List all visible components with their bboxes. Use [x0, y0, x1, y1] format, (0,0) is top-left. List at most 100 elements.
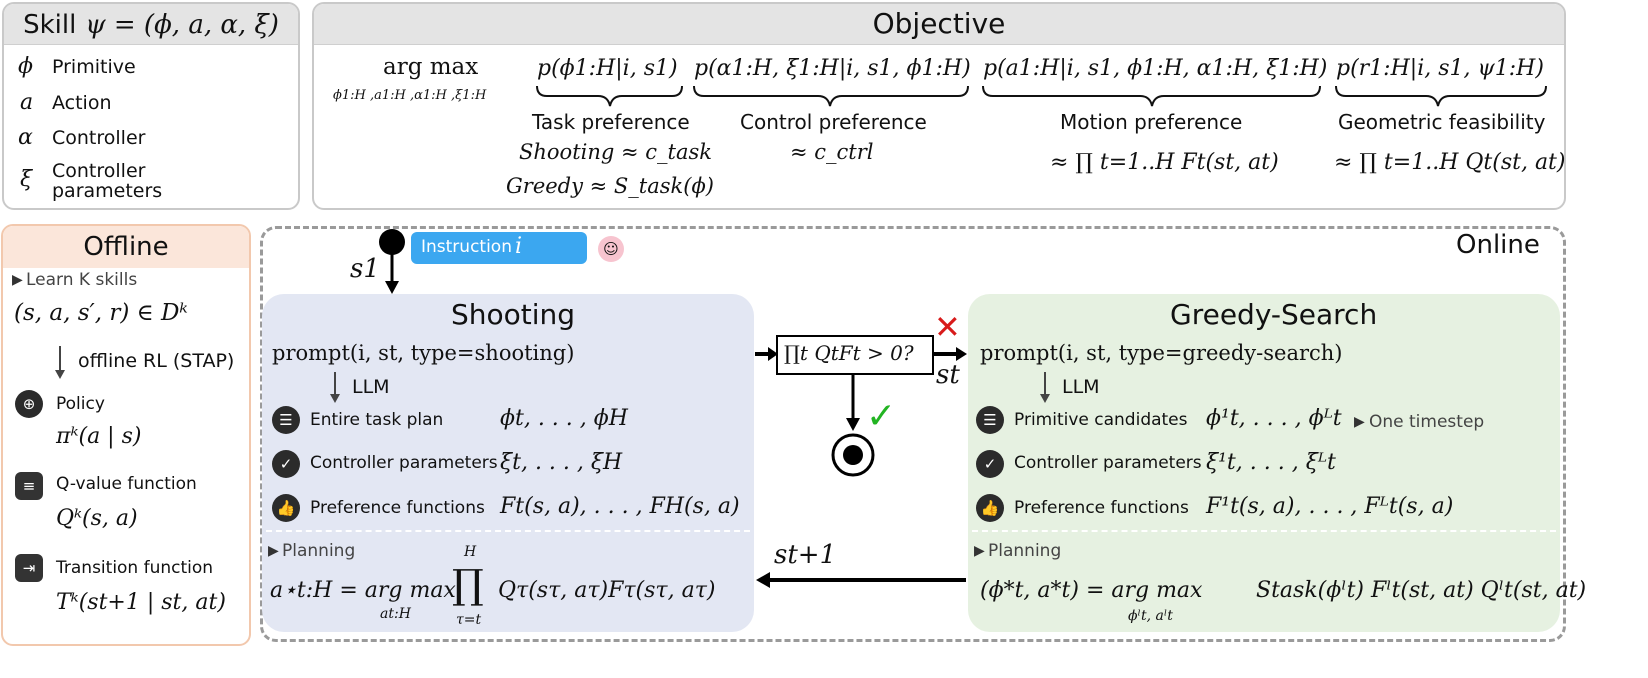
shooting-llm-label: LLM [352, 376, 390, 398]
skill-sym-controller: α [18, 125, 33, 150]
shooting-planning-label: Planning [282, 541, 356, 561]
greedy-panel [968, 294, 1560, 632]
shooting-row-plan-expr: ϕt, . . . , ϕH [500, 406, 628, 431]
one-timestep-label: One timestep [1369, 412, 1485, 432]
skill-label-primitive: Primitive [52, 56, 136, 78]
skill-sym-action: a [20, 90, 34, 115]
instruction-bubble: Instruction i [411, 232, 587, 264]
motion-preference-approx: ≈ ∏ t=1..H Ft(st, at) [1050, 150, 1279, 175]
st-label: st [936, 360, 960, 390]
shield-check-icon: ✓ [272, 450, 300, 478]
skill-sym-primitive: ϕ [18, 54, 33, 79]
shooting-prod-lower: τ=t [456, 612, 482, 628]
shooting-plan-lhs: a⋆t:H = arg max [270, 578, 456, 603]
shooting-prod-symbol: ∏ [452, 562, 484, 608]
shooting-row-pref-label: Preference functions [310, 498, 485, 518]
shooting-row-params-expr: ξt, . . . , ξH [500, 450, 623, 475]
greedy-plan-lhs: (ϕ*t, a*t) = arg max [980, 578, 1203, 603]
control-preference-approx: ≈ c_ctrl [790, 140, 874, 164]
shooting-title: Shooting [451, 298, 576, 331]
greedy-row-pref-label: Preference functions [1014, 498, 1189, 518]
shooting-row-plan-label: Entire task plan [310, 410, 444, 430]
shooting-row-params-label: Controller parameters [310, 453, 498, 473]
greedy-llm-arrow [1040, 372, 1050, 403]
shooting-divider [266, 530, 750, 532]
shooting-prod-upper: H [464, 544, 477, 560]
shooting-plan-sub: at:H [380, 606, 411, 622]
objective-argmax-sub: ϕ1:H ,a1:H ,α1:H ,ξ1:H [333, 88, 487, 103]
shooting-panel [262, 294, 754, 632]
shield-check-icon: ✓ [976, 450, 1004, 478]
instruction-label: Instruction [421, 237, 512, 257]
task-preference-label: Task preference [532, 110, 690, 134]
greedy-prompt: prompt(i, st, type=greedy-search) [980, 341, 1343, 365]
objective-panel: Objective [312, 2, 1566, 210]
feasibility-check-label: ∏t QtFt > 0? [784, 341, 914, 365]
motion-preference-label: Motion preference [1060, 110, 1243, 134]
control-preference-label: Control preference [740, 110, 927, 134]
objective-title: Objective [314, 4, 1564, 45]
offline-rl-label: offline RL (STAP) [78, 350, 235, 372]
bar-chart-icon: ≡ [15, 472, 43, 500]
task-preference-shooting: Shooting ≈ c_task [519, 140, 712, 164]
offline-title: Offline [3, 226, 249, 268]
learn-bullet-icon: ▶ [12, 272, 23, 288]
one-timestep-bullet-icon: ▶ [1354, 414, 1365, 430]
greedy-plan-rhs: Stask(ϕˡt) Fˡt(st, at) Qˡt(st, at) [1256, 578, 1587, 603]
s1-label: s1 [350, 254, 380, 284]
st1-label: st+1 [774, 540, 837, 570]
shooting-row-pref-expr: Ft(s, a), . . . , FH(s, a) [500, 494, 740, 519]
online-title: Online [1456, 230, 1540, 260]
offline-panel: Offline [1, 224, 251, 646]
thumbs-up-icon: 👍 [272, 494, 300, 522]
shooting-llm-arrow [330, 372, 340, 403]
shooting-prompt: prompt(i, st, type=shooting) [272, 341, 575, 365]
checklist-icon: ☰ [272, 406, 300, 434]
greedy-divider [972, 530, 1556, 532]
online-frame [260, 226, 1566, 642]
gamepad-icon: ⊕ [15, 390, 43, 418]
skill-label-params: Controller parameters [52, 160, 163, 202]
policy-expr: πᵏ(a | s) [56, 424, 142, 449]
geometric-feasibility-approx: ≈ ∏ t=1..H Qt(st, at) [1334, 150, 1566, 175]
skill-panel: Skill ψ = (ϕ, a, α, ξ) ϕ Primitive a Act… [2, 2, 300, 210]
greedy-planning-label: Planning [988, 541, 1062, 561]
transition-icon: ⇥ [15, 554, 43, 582]
objective-term-motion: p(a1:H|i, s1, ϕ1:H, α1:H, ξ1:H) [983, 56, 1328, 81]
objective-term-control: p(α1:H, ξ1:H|i, s1, ϕ1:H) [694, 56, 971, 81]
task-preference-greedy: Greedy ≈ S_task(ϕ) [506, 174, 714, 198]
greedy-row-params-expr: ξ¹t, . . . , ξᴸt [1206, 450, 1336, 475]
q-value-expr: Qᵏ(s, a) [56, 506, 138, 531]
offline-rl-arrow [55, 346, 65, 379]
offline-dataset: (s, a, s′, r) ∈ Dᵏ [14, 300, 188, 326]
geometric-feasibility-label: Geometric feasibility [1338, 110, 1546, 134]
q-value-label: Q-value function [56, 474, 197, 494]
objective-term-task: p(ϕ1:H|i, s1) [537, 56, 678, 81]
greedy-row-candidates-label: Primitive candidates [1014, 410, 1188, 430]
cross-icon: ✕ [934, 308, 961, 346]
greedy-llm-label: LLM [1062, 376, 1100, 398]
objective-term-geometric: p(r1:H|i, s1, ψ1:H) [1336, 56, 1544, 81]
greedy-planning-bullet-icon: ▶ [974, 543, 985, 559]
learn-skills-label: Learn K skills [26, 270, 138, 290]
user-avatar-icon: ☺ [598, 236, 624, 262]
objective-argmax: arg max [383, 54, 479, 80]
greedy-row-candidates-expr: ϕ¹t, . . . , ϕᴸt [1206, 406, 1342, 431]
feasibility-check-box: ∏t QtFt > 0? [776, 335, 934, 375]
skill-label-action: Action [52, 92, 112, 114]
skill-sym-params: ξ [20, 167, 33, 192]
shooting-planning-bullet-icon: ▶ [268, 543, 279, 559]
greedy-row-params-label: Controller parameters [1014, 453, 1202, 473]
start-node [379, 229, 405, 294]
instruction-var: i [515, 234, 523, 259]
greedy-plan-sub: ϕˡt, aˡt [1128, 608, 1173, 624]
shooting-plan-rhs: Qτ(sτ, aτ)Fτ(sτ, aτ) [498, 578, 716, 603]
transition-label: Transition function [56, 558, 214, 578]
skill-title: Skill ψ = (ϕ, a, α, ξ) [4, 4, 298, 45]
check-icon: ✓ [866, 396, 897, 437]
policy-label: Policy [56, 394, 105, 414]
thumbs-up-icon: 👍 [976, 494, 1004, 522]
transition-expr: Tᵏ(st+1 | st, at) [56, 590, 226, 615]
